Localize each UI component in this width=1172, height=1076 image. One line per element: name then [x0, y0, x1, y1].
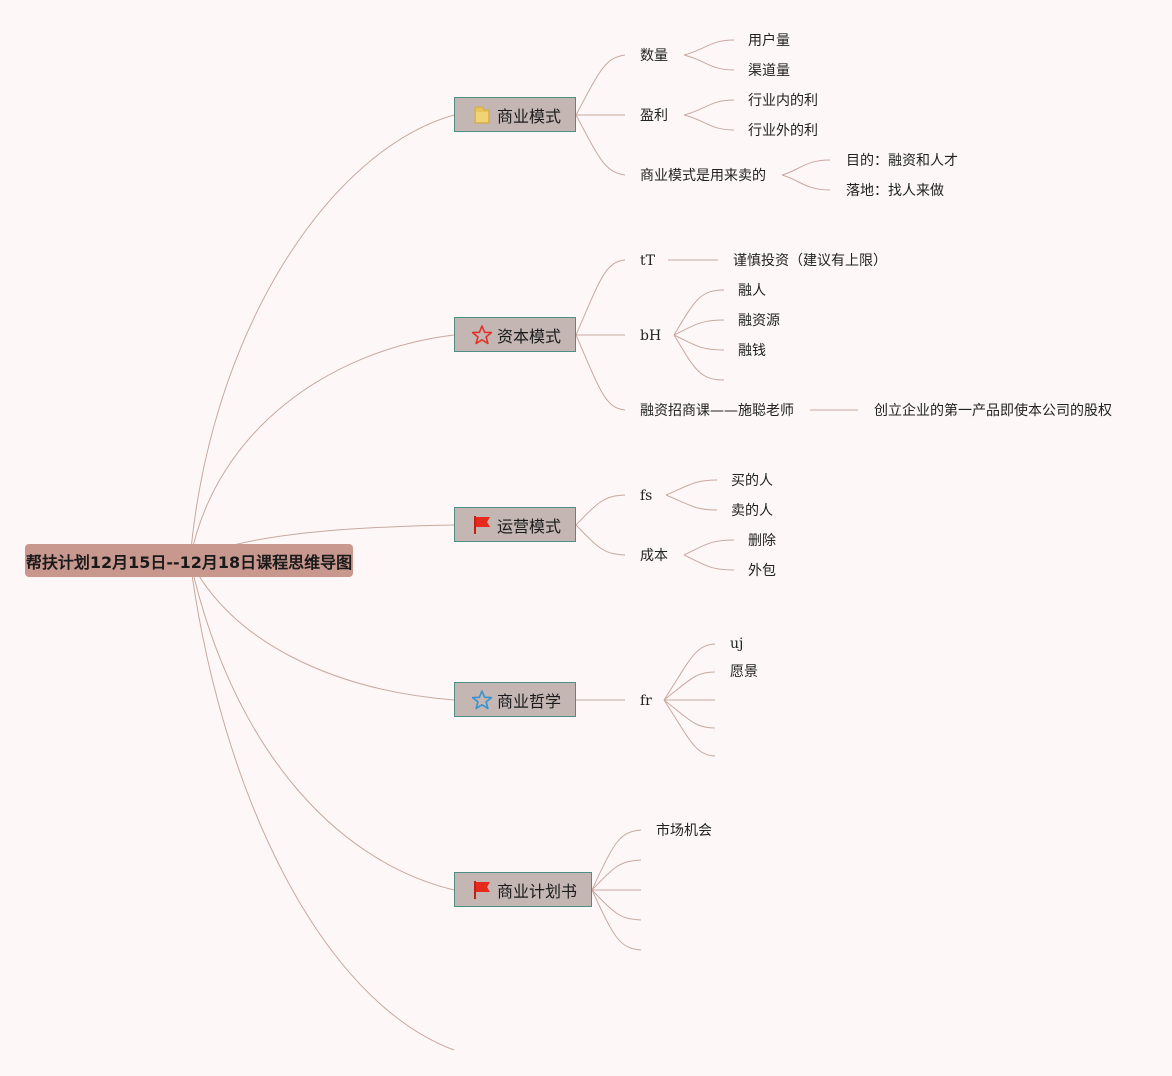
subtopic-profit-outside[interactable]: 行业外的利: [748, 123, 818, 139]
topic-business-philosophy[interactable]: 商业哲学: [454, 682, 576, 717]
subtopic-delete[interactable]: 删除: [748, 533, 776, 549]
topic-label: 运营模式: [497, 516, 562, 536]
subtopic-finance-money[interactable]: 融钱: [738, 343, 766, 359]
subtopic-user-volume[interactable]: 用户量: [748, 33, 790, 49]
subtopic-profit-inside[interactable]: 行业内的利: [748, 93, 818, 109]
topic-label: 商业模式: [497, 106, 562, 126]
subtopic-channel-volume[interactable]: 渠道量: [748, 63, 790, 79]
flag-icon: [474, 515, 490, 534]
subtopic-tt[interactable]: tT: [640, 253, 655, 269]
root-topic[interactable]: 帮扶计划12月15日--12月18日课程思维导图: [25, 544, 353, 577]
subtopic-buyer[interactable]: 买的人: [731, 473, 773, 489]
link-root-topic-5: [189, 559, 455, 891]
subtopic-cost[interactable]: 成本: [640, 548, 668, 564]
subtopic-finance-people[interactable]: 融人: [738, 283, 766, 299]
subtopic-seller[interactable]: 卖的人: [731, 503, 773, 519]
subtopic-profit[interactable]: 盈利: [640, 108, 668, 124]
subtopic-uj[interactable]: uj: [730, 636, 744, 652]
topic-label: 资本模式: [497, 326, 562, 346]
topic-business-plan[interactable]: 商业计划书: [454, 872, 592, 907]
subtopic-first-product-equity[interactable]: 创立企业的第一产品即使本公司的股权: [874, 403, 1112, 419]
topic-capital-model[interactable]: 资本模式: [454, 317, 576, 352]
subtopic-purpose[interactable]: 目的：融资和人才: [846, 153, 958, 169]
link-root-topic-4: [189, 559, 455, 701]
topic-label: 商业哲学: [497, 691, 562, 711]
link-root-topic-2: [189, 334, 455, 561]
subtopic-bh[interactable]: bH: [640, 328, 662, 344]
subtopic-market-opportunity[interactable]: 市场机会: [656, 823, 712, 839]
subtopic-financing-course[interactable]: 融资招商课——施聪老师: [640, 403, 794, 419]
topic-label: 商业计划书: [497, 881, 578, 901]
link-root-topic-6: [189, 559, 455, 1051]
star-blue-icon: [471, 689, 493, 709]
folder-icon: [474, 106, 490, 123]
subtopic-fs[interactable]: fs: [640, 488, 653, 504]
subtopic-cautious-invest[interactable]: 谨慎投资（建议有上限）: [733, 253, 887, 269]
subtopic-quantity[interactable]: 数量: [640, 48, 668, 64]
subtopic-fr[interactable]: fr: [640, 693, 652, 709]
topic-operation-model[interactable]: 运营模式: [454, 507, 576, 542]
topic-business-model[interactable]: 商业模式: [454, 97, 576, 132]
root-topic-label: 帮扶计划12月15日--12月18日课程思维导图: [25, 552, 353, 572]
subtopic-landing[interactable]: 落地：找人来做: [846, 183, 944, 199]
subtopic-vision[interactable]: 愿景: [730, 664, 758, 680]
subtopic-model-for-sale[interactable]: 商业模式是用来卖的: [640, 168, 766, 184]
link-root-topic-1: [189, 114, 455, 561]
subtopic-finance-resources[interactable]: 融资源: [738, 313, 780, 329]
star-outline-icon: [471, 324, 493, 344]
flag-icon: [474, 880, 490, 899]
subtopic-outsource[interactable]: 外包: [748, 563, 776, 579]
